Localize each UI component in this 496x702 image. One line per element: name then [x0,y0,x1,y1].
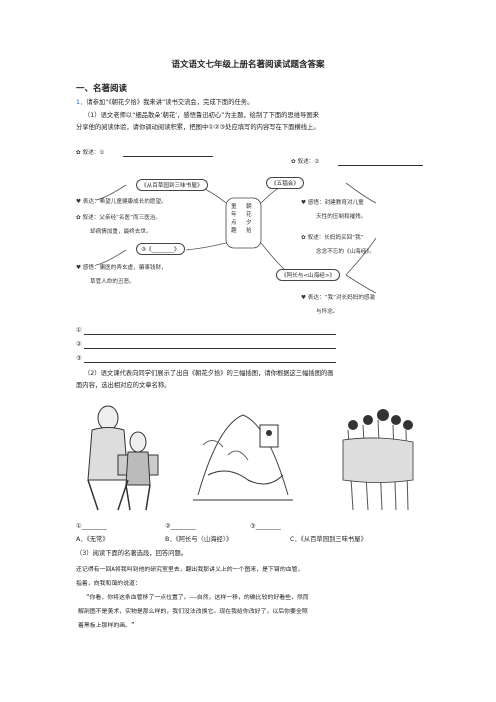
section-heading: 一、名著阅读 [76,84,128,94]
question-number: 1． [76,99,87,106]
mind-map-center-left: 童年点趣 [231,204,237,234]
illustration-1-label[interactable]: ①________ [76,523,107,530]
question-1-intro: 1．请参加“《朝花夕拾》我来讲”读书交流会，完成下面的任务。 [76,98,253,108]
box-baicao: 《从百草园到三味书屋》 [136,179,208,191]
mind-map-connectors [95,182,377,294]
answer-3-line[interactable] [84,362,336,363]
star-icon: ✿ [301,235,306,241]
blank-1-line[interactable] [123,156,213,157]
left-expression-1: ♥ 表达：希望儿童健康成长的愿望。 [76,199,167,205]
illustration-2 [188,405,298,510]
left-insight-1a: ♥ 感悟：庸医的弄玄虚，骗事钱财， [76,265,167,271]
right-narrative-3b: 念念不忘的《山海经》。 [316,249,375,255]
right-insight-2a: ♥ 感悟：封建教育对儿童 [301,200,364,206]
q1-part1-line-a: （1）语文老师以“细品散朵‘朝花’，感悟鲁迅初心”为主题，绘制了下面的思维导图来 [84,112,319,119]
option-a: A．《无常》 [76,536,109,543]
left-top-narrative: ✿ 叙述：① [76,150,105,156]
box-amah: 《阿长与<山海经>》 [276,269,341,281]
left-narrative-2a: ✿ 叙述：父亲经“名医”而三医治。 [76,215,161,221]
q3-text: （3）阅读下面的名著选段，回答问题。 [76,550,188,557]
heart-icon: ♥ [76,199,82,205]
passage: 还记得有一回A将我叫到他的研究室里去，翻出我那讲义上的一个图来，是下臂的血管， … [76,563,309,633]
illustration-2-label[interactable]: ②________ [165,523,196,530]
passage-line: 还记得有一回A将我叫到他的研究室里去，翻出我那讲义上的一个图来，是下臂的血管， [76,567,304,573]
heart-icon: ♥ [76,265,82,271]
right-expression-2a: ♥ 表达：“我”对长妈妈的感激 [301,295,376,301]
passage-line: “你看，你将这条血管移了一点位置了。——自然，这样一移，的确比较的好看些，然而 [86,595,309,601]
illustration-3-label[interactable]: ③________ [250,523,281,530]
answer-1-line[interactable] [84,334,336,335]
option-c: C．《从百草园到三味书屋》 [290,536,367,543]
star-icon: ✿ [76,150,81,156]
q1-part1-line-b: 分享他的阅读体验，请你调动阅读积累，把图中①②③处应填写的内容写在下面横线上。 [76,124,320,131]
box-wuchang: 《五猖会》 [266,177,304,189]
question-1-text: 请参加“《朝花夕拾》我来讲”读书交流会，完成下面的任务。 [86,99,254,106]
answer-2-line[interactable] [84,348,336,349]
answer-1-label: ① [76,327,82,334]
right-narrative-3a: ✿ 叙述：长妈妈买回“我” [301,235,364,241]
left-narrative-2b: 却病情加重，最终去世。 [90,229,152,235]
q2-text-a: （2）语文课代表向同学们展示了出自《朝花夕拾》的三幅插图，请你根据这三幅插图的画 [84,370,334,377]
left-insight-1b: 草菅人命的丑恶。 [90,279,135,285]
passage-line: 解剖图不是美术，实物是那么样的，我们没法改换它。现在我给你改好了，以后你要全照 [78,609,308,615]
passage-line: 着黑板上那样的画。” [78,623,135,629]
answer-3-label: ③ [76,355,82,362]
right-expression-2b: 与怀念。 [316,309,339,315]
mind-map-center-right: 朝花夕拾 [246,204,252,234]
option-b: B．《阿长与〈山海经〉》 [165,536,233,543]
star-icon: ✿ [76,215,81,221]
answer-2-label: ② [76,341,82,348]
heart-icon: ♥ [301,200,307,206]
star-icon: ✿ [291,159,296,165]
q2-text-b: 面内容，选出相对应的文章名称。 [76,382,171,389]
mind-map: 童年点趣 朝花夕拾 ✿ 叙述：① 《从百草园到三味书屋》 ♥ 表达：希望儿童健康… [76,143,426,323]
blank-2-line[interactable] [338,165,423,166]
passage-line: 指着，向我和蔼的说道： [76,581,141,587]
illustration-3 [338,400,418,515]
heart-icon: ♥ [301,295,307,301]
right-top-narrative: ✿ 叙述：② [291,159,320,165]
right-insight-2b: 天性的压制和摧残。 [316,214,367,220]
page-title: 语文语文七年级上册名著阅读试题含答案 [171,60,325,70]
illustration-1 [78,400,168,515]
box-3: ③《________》 [136,243,185,255]
